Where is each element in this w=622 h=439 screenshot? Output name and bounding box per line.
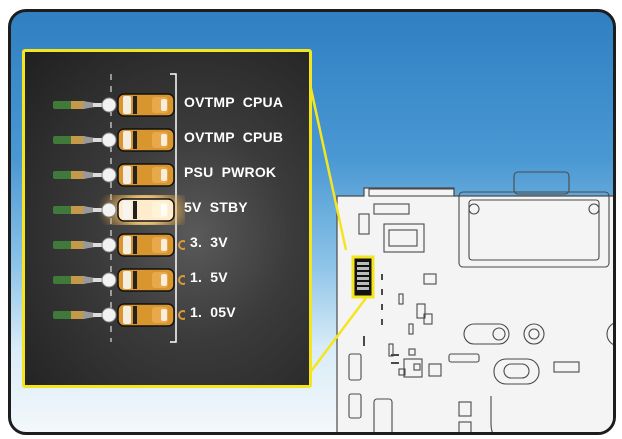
board-port	[458, 191, 610, 268]
led-label: 3. 3V	[190, 234, 228, 250]
led-row: PSU PWROK	[25, 160, 309, 190]
led-label: OVTMP CPUA	[184, 94, 284, 110]
led-icon	[53, 195, 185, 225]
led-icon	[53, 163, 175, 187]
led-row: 5V STBY	[25, 195, 309, 225]
led-icon	[53, 303, 185, 327]
led-label: OVTMP CPUB	[184, 129, 284, 145]
diagram-frame: OVTMP CPUA OVTMP CPUB PSU PWROK 5V STBY 3. 3…	[8, 9, 616, 435]
led-row: 1. 5V	[25, 265, 309, 295]
board-oval	[463, 323, 510, 345]
led-label: 1. 5V	[190, 269, 228, 285]
led-icon	[53, 268, 185, 292]
board-connector	[368, 188, 455, 197]
led-row: OVTMP CPUB	[25, 125, 309, 155]
led-strip-highlight	[351, 255, 375, 299]
led-label: 5V STBY	[184, 199, 248, 215]
led-inset-panel: OVTMP CPUA OVTMP CPUB PSU PWROK 5V STBY 3. 3…	[22, 49, 312, 388]
board-outline	[336, 187, 613, 432]
led-label: 1. 05V	[190, 304, 236, 320]
led-label: PSU PWROK	[184, 164, 277, 180]
led-row: OVTMP CPUA	[25, 90, 309, 120]
led-icon	[53, 128, 175, 152]
led-icon	[53, 93, 175, 117]
logic-board-illustration	[336, 171, 613, 432]
led-icon	[53, 233, 185, 257]
led-row: 3. 3V	[25, 230, 309, 260]
led-row: 1. 05V	[25, 300, 309, 330]
